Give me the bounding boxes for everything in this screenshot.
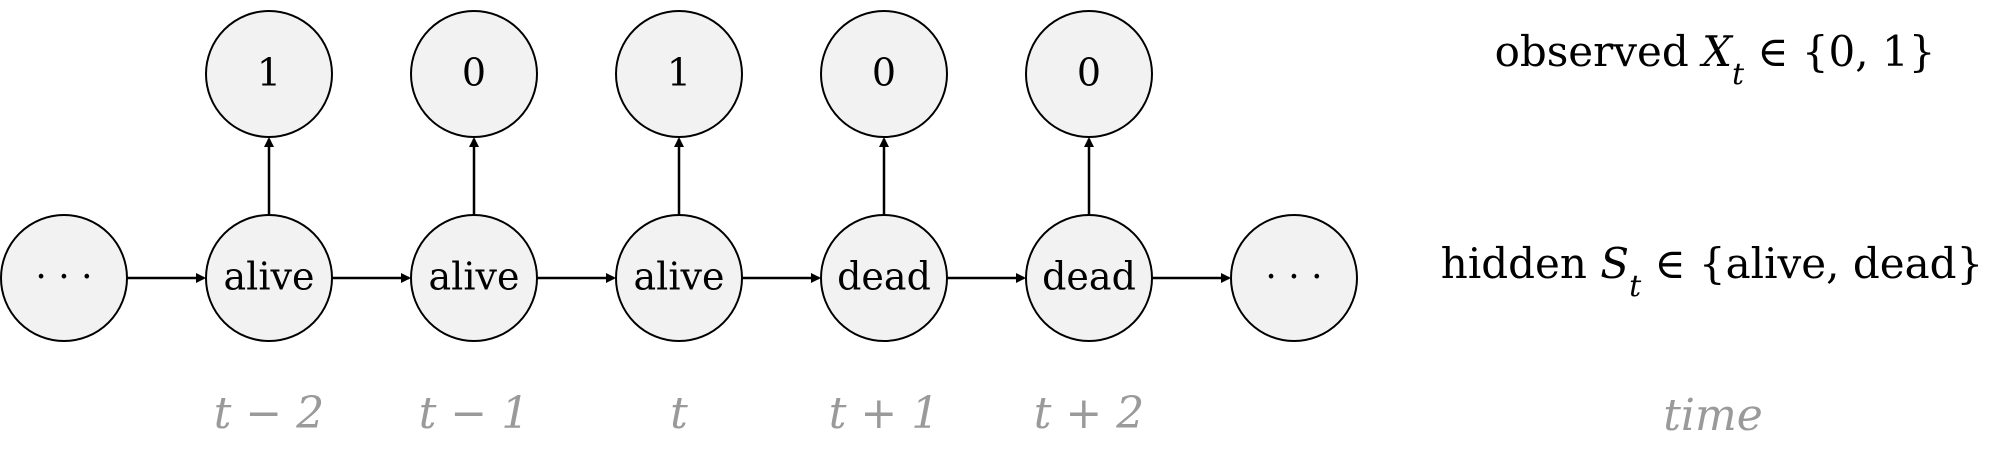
observed-node-value: 0: [872, 51, 896, 95]
edges-layer: [127, 137, 1231, 283]
time-axis-label: time: [1663, 390, 1763, 441]
observed-node-circle: [820, 10, 948, 138]
hidden-node-label: · · ·: [35, 257, 92, 298]
hidden-node-circle: [1230, 214, 1358, 342]
time-step-label: t − 1: [419, 388, 530, 439]
hidden-legend: hidden St ∈ {alive, dead}: [1441, 239, 1983, 304]
observed-node: 1: [615, 10, 743, 138]
hidden-node-circle: [0, 214, 128, 342]
hidden-state-node: dead: [1025, 214, 1153, 342]
hidden-node-circle: [410, 214, 538, 342]
hidden-node-label: dead: [1042, 255, 1136, 299]
observed-node-value: 0: [1077, 51, 1101, 95]
hidden-node-label: · · ·: [1265, 257, 1322, 298]
observed-legend: observed Xt ∈ {0, 1}: [1495, 27, 1936, 92]
hidden-node-label: alive: [224, 255, 315, 299]
time-step-label: t − 2: [214, 388, 325, 439]
time-step-label: t + 2: [1034, 388, 1145, 439]
nodes-layer: · · · alive alive alive dead dead · · · 1 0 1 0 0: [0, 10, 1358, 342]
hidden-state-node: alive: [205, 214, 333, 342]
observed-node: 0: [410, 10, 538, 138]
observed-node-circle: [1025, 10, 1153, 138]
observed-node-circle: [205, 10, 333, 138]
observed-node-circle: [615, 10, 743, 138]
hidden-state-node: alive: [615, 214, 743, 342]
hidden-node-circle: [205, 214, 333, 342]
hidden-node-label: dead: [837, 255, 931, 299]
time-step-label: t: [670, 388, 688, 439]
hidden-node-circle: [820, 214, 948, 342]
observed-node-value: 1: [667, 51, 691, 95]
hidden-ellipsis-node: · · ·: [1230, 214, 1358, 342]
time-axis: t − 2 t − 1 t t + 1 t + 2: [214, 388, 1145, 439]
observed-node-value: 0: [462, 51, 486, 95]
hidden-node-label: alive: [634, 255, 725, 299]
hidden-ellipsis-node: · · ·: [0, 214, 128, 342]
hidden-node-label: alive: [429, 255, 520, 299]
hidden-node-circle: [615, 214, 743, 342]
observed-node: 0: [820, 10, 948, 138]
observed-node: 0: [1025, 10, 1153, 138]
time-step-label: t + 1: [829, 388, 940, 439]
hidden-state-node: alive: [410, 214, 538, 342]
observed-node: 1: [205, 10, 333, 138]
observed-node-circle: [410, 10, 538, 138]
hidden-state-node: dead: [820, 214, 948, 342]
hidden-node-circle: [1025, 214, 1153, 342]
observed-node-value: 1: [257, 51, 281, 95]
